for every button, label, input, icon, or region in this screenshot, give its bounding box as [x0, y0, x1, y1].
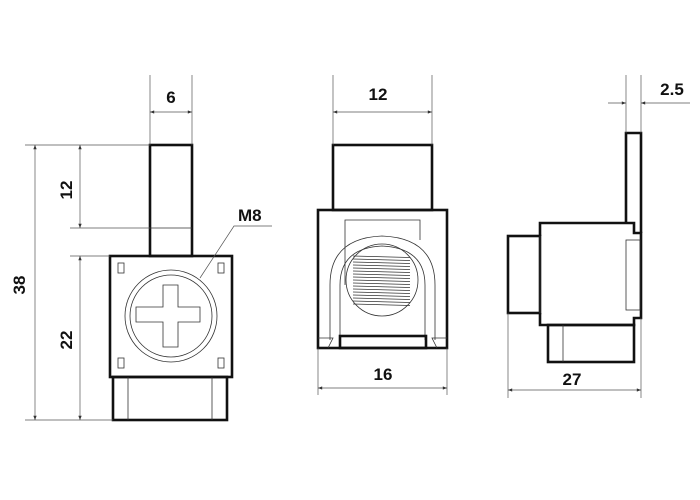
thread-line: [352, 264, 411, 267]
thread-line: [352, 297, 411, 300]
dim-thickness-2-5: 2.5: [660, 80, 684, 99]
thread-hatch: [352, 255, 411, 306]
dim-height-38: 38: [10, 276, 29, 295]
thread-line: [352, 255, 411, 258]
back-view: 12 16: [316, 75, 449, 395]
thread-line: [352, 285, 411, 288]
thread-line: [352, 294, 411, 297]
dim-width-6: 6: [166, 88, 175, 107]
screw-head-inner: [129, 274, 213, 358]
thread-line: [352, 267, 411, 270]
thread-line: [352, 261, 411, 264]
thread-line: [352, 273, 411, 276]
thread-line: [352, 282, 411, 285]
thread-label: M8: [238, 206, 262, 225]
thread-line: [352, 270, 411, 273]
dim-height-22: 22: [57, 331, 76, 350]
front-view: 6 12 22 38 M8: [10, 75, 272, 422]
thread-line: [352, 279, 411, 282]
cross-slot-icon: [135, 284, 201, 348]
thread-line: [352, 288, 411, 291]
dim-width-12: 12: [369, 85, 388, 104]
side-view: 2.5 27: [506, 75, 690, 398]
thread-line: [352, 258, 411, 261]
dim-width-16: 16: [374, 365, 393, 384]
thread-line: [352, 300, 411, 303]
thread-line: [352, 303, 411, 306]
dim-depth-27: 27: [563, 370, 582, 389]
thread-line: [352, 276, 411, 279]
dim-height-12: 12: [57, 181, 76, 200]
thread-line: [352, 291, 411, 294]
screw-head-outer: [124, 269, 218, 363]
